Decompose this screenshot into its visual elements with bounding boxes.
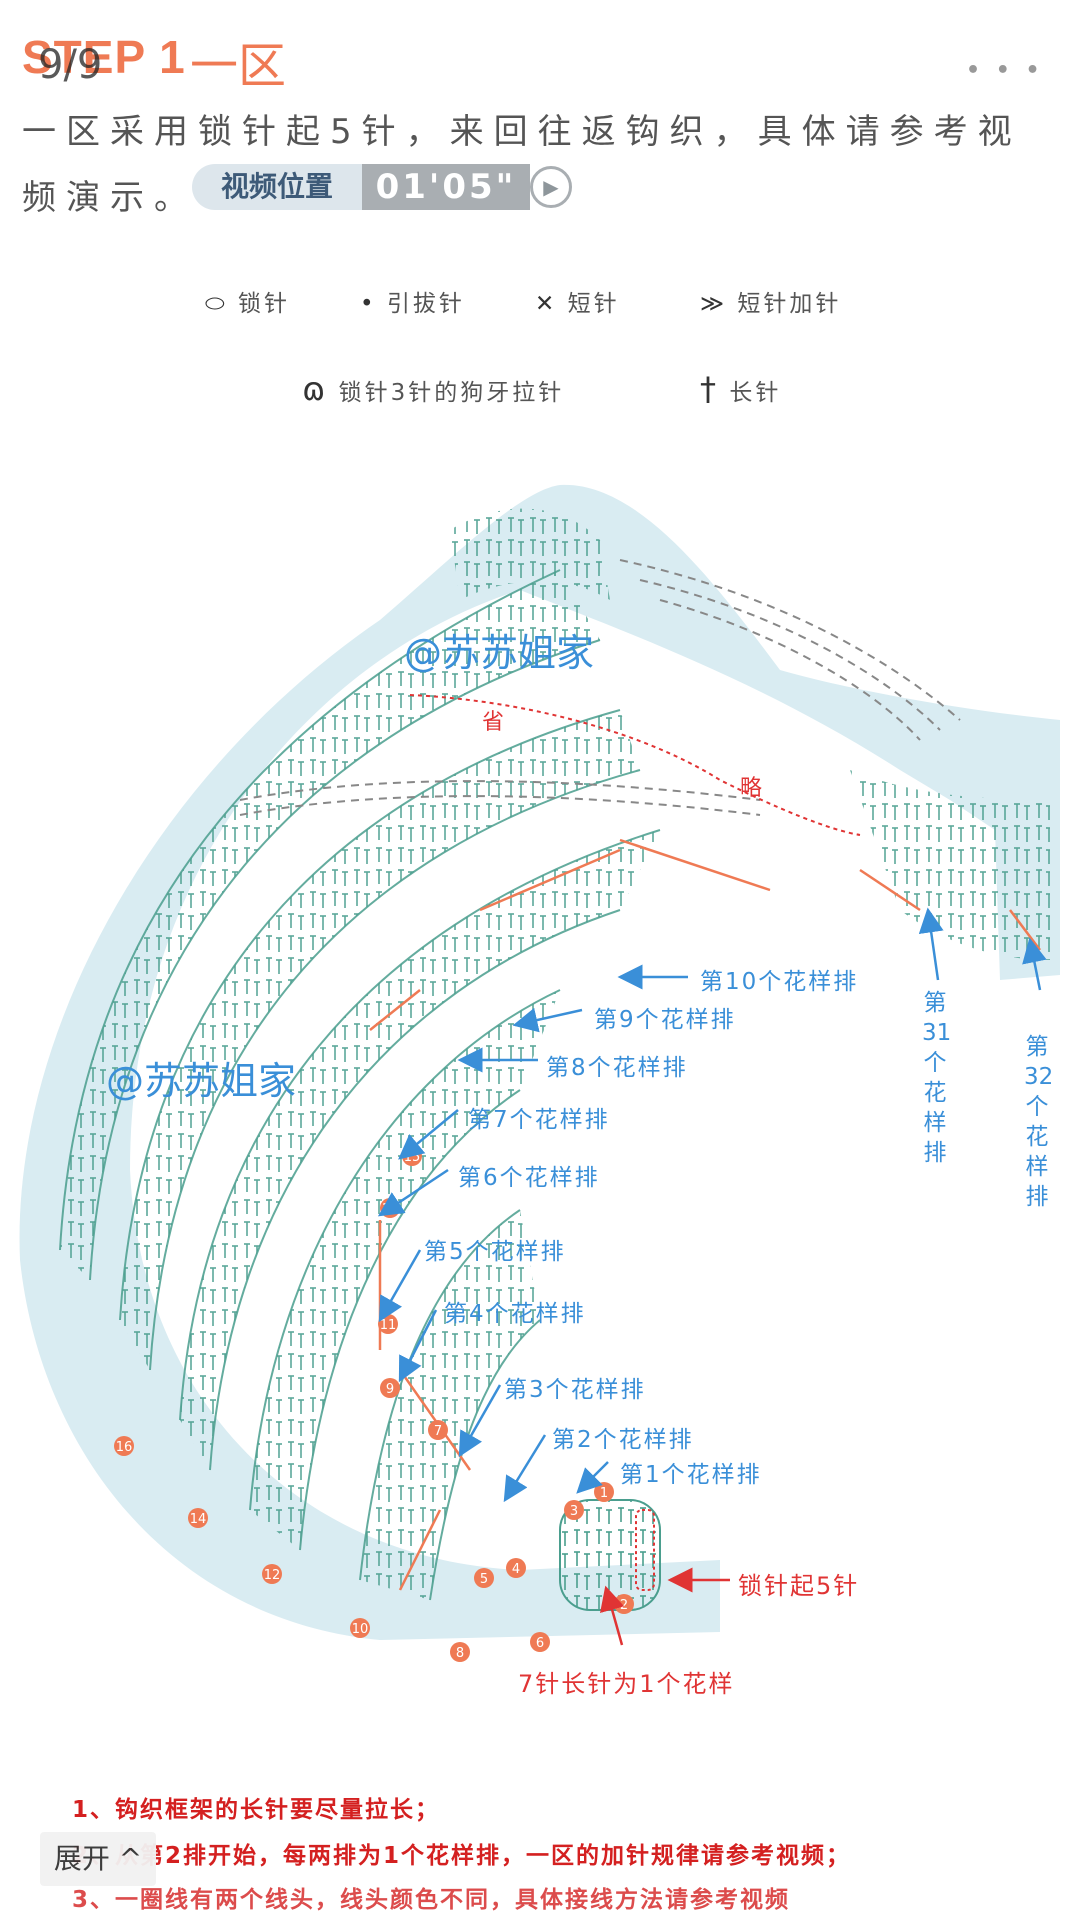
legend-sc-increase: ≫ 短针加针 xyxy=(700,284,841,318)
legend-label: 引拔针 xyxy=(386,291,465,317)
note-1: 1、钩织框架的长针要尽量拉长； xyxy=(72,1797,441,1823)
marker-number: 11 xyxy=(380,1318,397,1333)
marker-number: 8 xyxy=(456,1646,464,1661)
marker-dot xyxy=(114,1436,134,1456)
marker-dot xyxy=(188,1508,208,1528)
legend-sc: ✕ 短针 xyxy=(535,284,620,318)
marker-number: 5 xyxy=(480,1572,488,1587)
marker-number: 7 xyxy=(434,1424,442,1439)
marker-dot xyxy=(380,1378,400,1398)
marker-dot xyxy=(450,1642,470,1662)
start-chain-box xyxy=(635,1509,655,1591)
marker-dot xyxy=(564,1500,584,1520)
row-label-7: 第7个花样排 xyxy=(468,1107,610,1133)
marker-dot xyxy=(474,1568,494,1588)
legend-picot: ɷ 锁针3针的狗牙拉针 xyxy=(302,370,564,408)
video-position-badge[interactable]: 视频位置 01'05" ▶ xyxy=(192,164,572,210)
omitted-lines xyxy=(239,559,961,816)
step-title: STEP 1 xyxy=(22,31,186,83)
marker-number: 16 xyxy=(116,1440,133,1455)
more-options-icon[interactable]: • • • xyxy=(966,58,1044,83)
picot-icon: ɷ xyxy=(302,370,329,408)
row-label-4: 第4个花样排 xyxy=(444,1301,586,1327)
marker-number: 6 xyxy=(536,1636,544,1651)
marker-dot xyxy=(428,1420,448,1440)
marker-number: 14 xyxy=(190,1512,207,1527)
row-label-32: 第32个花样排 xyxy=(1024,1034,1054,1210)
legend-label: 短针 xyxy=(567,291,620,317)
row-label-31: 第31个花样排 xyxy=(922,990,952,1166)
intro-line-2: 频演示。 xyxy=(22,178,198,218)
omit-curve xyxy=(409,694,861,836)
note-3: 3、一圈线有两个线头，线头颜色不同，具体接线方法请参考视频 xyxy=(72,1887,791,1913)
row-label-8: 第8个花样排 xyxy=(546,1055,688,1081)
row-arrows xyxy=(377,907,1047,1503)
legend-dc: † 长针 xyxy=(700,370,781,408)
watermark-top: @苏苏姐家 xyxy=(404,631,595,675)
row-label-6: 第6个花样排 xyxy=(458,1165,600,1191)
omit-label-2: 略 xyxy=(740,776,763,801)
marker-dot xyxy=(262,1564,282,1584)
legend-slip: • 引拔针 xyxy=(360,284,465,318)
legend-chain: ⬭ 锁针 xyxy=(205,284,290,318)
start-chain-label: 锁针起5针 xyxy=(738,1572,860,1600)
marker-number: 4 xyxy=(512,1562,520,1577)
marker-number: 1 xyxy=(600,1486,608,1501)
sc-increase-icon: ≫ xyxy=(700,291,728,317)
video-label: 视频位置 xyxy=(192,164,362,210)
single-crochet-icon: ✕ xyxy=(535,291,558,317)
zone-title: 一区 xyxy=(190,38,287,94)
marker-number: 9 xyxy=(386,1382,394,1397)
intro-line-1: 一区采用锁针起5针，来回往返钩织，具体请参考视 xyxy=(22,112,1022,152)
marker-number: 2 xyxy=(620,1598,628,1613)
row-label-2: 第2个花样排 xyxy=(552,1427,694,1453)
marker-dot xyxy=(506,1558,526,1578)
slip-stitch-icon: • xyxy=(360,291,377,317)
red-arrows xyxy=(600,1567,730,1646)
row-label-9: 第9个花样排 xyxy=(594,1007,736,1033)
marker-dot xyxy=(530,1632,550,1652)
page-counter: 9/9 xyxy=(38,42,103,88)
video-time: 01'05" xyxy=(362,164,530,210)
play-icon[interactable]: ▶ xyxy=(530,166,572,208)
legend-label: 长针 xyxy=(729,380,782,406)
row-label-3: 第3个花样排 xyxy=(504,1377,646,1403)
expand-button[interactable]: 展开 ^ xyxy=(40,1832,156,1886)
watermark-left: @苏苏姐家 xyxy=(106,1059,297,1103)
omit-label-1: 省 xyxy=(482,710,505,735)
note-2: 2、从第2排开始，每两排为1个花样排，一区的加针规律请参考视频； xyxy=(72,1843,852,1869)
legend-label: 锁针 xyxy=(237,291,290,317)
marker-number: 10 xyxy=(352,1622,369,1637)
row-label-5: 第5个花样排 xyxy=(424,1239,566,1265)
double-crochet-icon: † xyxy=(700,370,719,408)
marker-number: 12 xyxy=(264,1568,281,1583)
legend-label: 锁针3针的狗牙拉针 xyxy=(338,380,565,406)
legend-label: 短针加针 xyxy=(737,291,842,317)
pattern-definition-label: 7针长针为1个花样 xyxy=(518,1670,735,1698)
marker-number: 3 xyxy=(570,1504,578,1519)
row-label-1: 第1个花样排 xyxy=(620,1462,762,1488)
row-label-10: 第10个花样排 xyxy=(700,969,859,995)
chain-icon: ⬭ xyxy=(205,291,228,317)
marker-dot xyxy=(350,1618,370,1638)
stitch-fill xyxy=(60,508,1050,1600)
